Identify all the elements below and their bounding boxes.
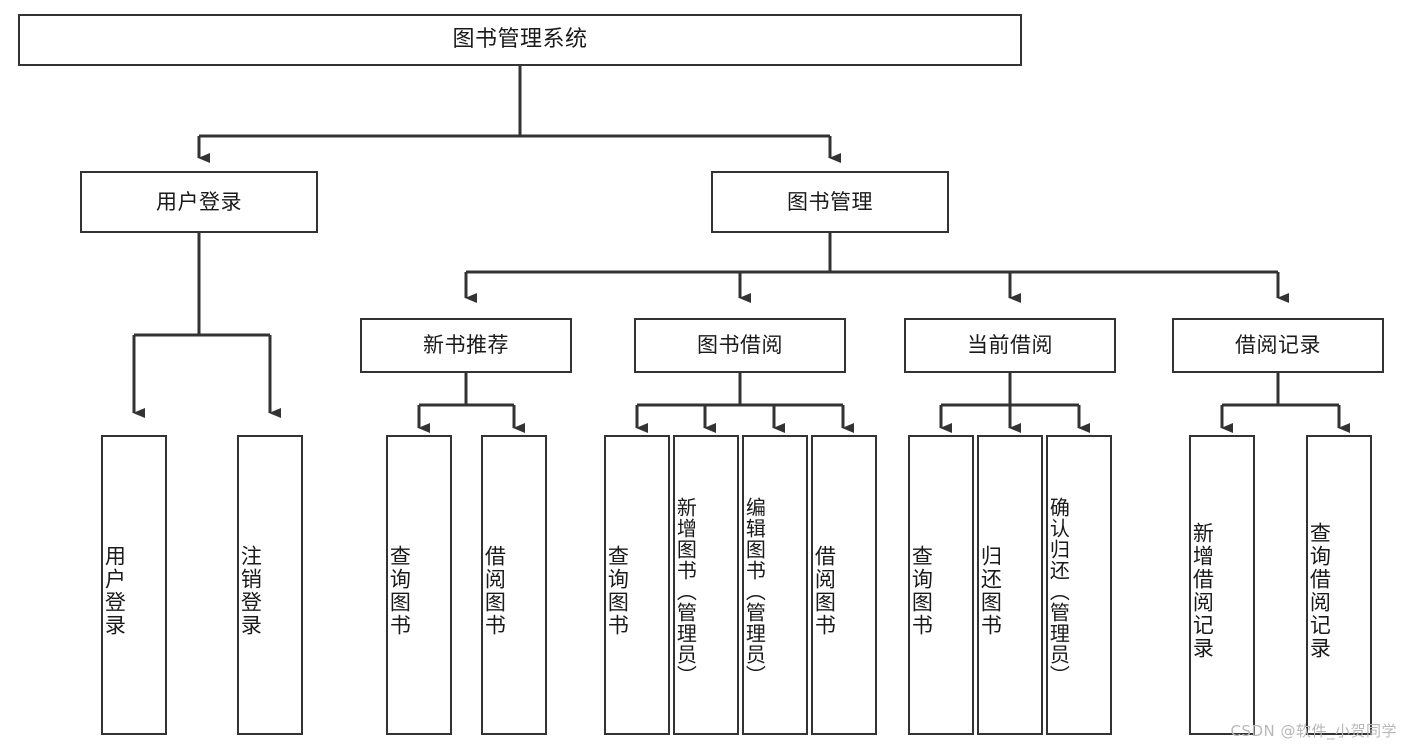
node-label: 归还图书 (978, 545, 1003, 637)
node-label: 图书借阅 (697, 333, 783, 358)
node-label: 当前借阅 (967, 333, 1053, 358)
node-label: 查询图书 (909, 545, 934, 637)
leaf-records-add-record[interactable]: 新增借阅记录 (1189, 435, 1255, 735)
leaf-borrow-query-book[interactable]: 查询图书 (604, 435, 670, 735)
node-label: 编辑图书（管理员） (742, 496, 767, 686)
leaf-current-query-book[interactable]: 查询图书 (908, 435, 974, 735)
node-label: 查询图书 (605, 545, 630, 637)
node-label: 查询借阅记录 (1307, 522, 1332, 660)
node-label: 查询图书 (387, 545, 412, 637)
node-label: 借阅记录 (1235, 333, 1321, 358)
leaf-new-books-borrow[interactable]: 借阅图书 (481, 435, 547, 735)
node-label: 确认归还（管理员） (1046, 496, 1071, 686)
node-user-login[interactable]: 用户登录 (80, 171, 318, 233)
node-label: 用户登录 (156, 189, 242, 214)
node-book-management[interactable]: 图书管理 (711, 171, 949, 233)
node-label: 借阅图书 (482, 545, 507, 637)
node-current-borrow[interactable]: 当前借阅 (904, 318, 1116, 373)
leaf-new-books-query[interactable]: 查询图书 (386, 435, 452, 735)
node-label: 注销登录 (238, 545, 263, 637)
node-label: 新增借阅记录 (1190, 522, 1215, 660)
node-root-system[interactable]: 图书管理系统 (18, 14, 1022, 66)
node-borrow-records[interactable]: 借阅记录 (1172, 318, 1384, 373)
node-label: 新书推荐 (423, 333, 509, 358)
node-label: 图书管理 (787, 189, 873, 214)
node-book-borrow[interactable]: 图书借阅 (634, 318, 846, 373)
node-new-book-recommend[interactable]: 新书推荐 (360, 318, 572, 373)
leaf-current-return-book[interactable]: 归还图书 (977, 435, 1043, 735)
leaf-records-query-record[interactable]: 查询借阅记录 (1306, 435, 1372, 735)
leaf-user-login-signout[interactable]: 注销登录 (237, 435, 303, 735)
node-label: 借阅图书 (812, 545, 837, 637)
watermark: CSDN @软件_小贺同学 (1230, 722, 1397, 740)
node-label: 新增图书（管理员） (673, 496, 698, 686)
leaf-borrow-edit-book-admin[interactable]: 编辑图书（管理员） (742, 435, 808, 735)
leaf-borrow-borrow-book[interactable]: 借阅图书 (811, 435, 877, 735)
leaf-current-confirm-return-admin[interactable]: 确认归还（管理员） (1046, 435, 1112, 735)
leaf-borrow-add-book-admin[interactable]: 新增图书（管理员） (673, 435, 739, 735)
node-label: 图书管理系统 (452, 27, 588, 53)
leaf-user-login-signin[interactable]: 用户登录 (101, 435, 167, 735)
node-label: 用户登录 (102, 545, 127, 637)
